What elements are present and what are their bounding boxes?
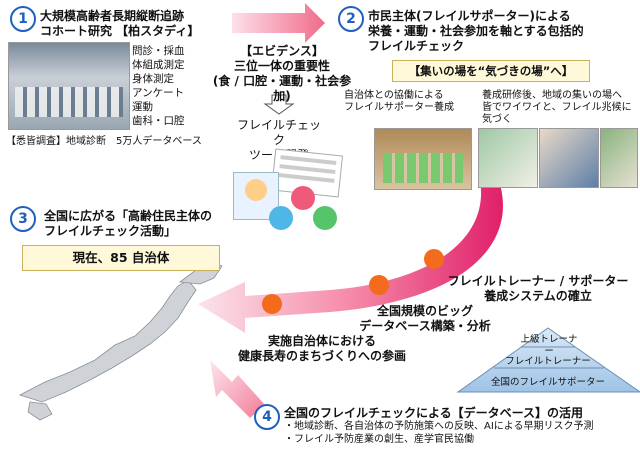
pyramid-label-bottom: 全国のフレイルサポーター [470, 377, 626, 389]
cohort-study-photo [8, 42, 130, 130]
section2-title-line2: 栄養・運動・社会参加を軸とする包括的 [368, 24, 636, 39]
evidence-line3: (食 / 口腔・運動・社会参加) [212, 74, 352, 104]
gathering-place-box: 【集いの場を“気づきの場”へ】 [392, 60, 590, 82]
measure-item: 運動 [132, 100, 212, 114]
evidence-line1: 【エビデンス】 [212, 44, 352, 59]
section2-right-line3: 気づく [482, 114, 638, 126]
measure-item: 身体測定 [132, 72, 212, 86]
arrow-1-to-2 [232, 3, 325, 43]
measure-item: 体組成測定 [132, 58, 212, 72]
big-database-label: 全国規模のビッグ データベース構築・分析 [350, 304, 500, 334]
municipality-count-box: 現在、85 自治体 [22, 245, 220, 271]
step-4-badge: 4 [254, 404, 280, 430]
section1-title-line1: 大規模高齢者長期縦断追跡 [40, 9, 230, 24]
supporters-group-photo [374, 128, 472, 190]
section2-left-caption: 自治体との協働による フレイルサポーター養成 [344, 90, 484, 114]
section4-bullet-1: ・地域診断、各自治体の予防施策への反映、AIによる早期リスク予測 [284, 421, 638, 433]
trainer-system-line1: フレイルトレーナー / サポーター [440, 274, 636, 289]
pyramid-label-top: 上級トレーナー [518, 334, 580, 358]
big-database-line2: データベース構築・分析 [350, 319, 500, 334]
section1-title: 大規模高齢者長期縦断追跡 コホート研究 【柏スタディ】 [40, 9, 230, 39]
town-planning-line2: 健康長寿のまちづくりへの参画 [222, 349, 422, 364]
section2-title: 市民主体(フレイルサポーター)による 栄養・運動・社会参加を軸とする包括的 フレ… [368, 9, 636, 54]
tool-line1: フレイルチェック [232, 118, 326, 148]
workshop-photo-2 [539, 128, 599, 188]
section1-caption: 【悉皆調査】地域診断 5万人データベース [6, 136, 236, 148]
evidence-text: 【エビデンス】 三位一体の重要性 (食 / 口腔・運動・社会参加) [212, 44, 352, 104]
measure-item: 歯科・口腔 [132, 114, 212, 128]
section3-title-line2: フレイルチェック活動」 [44, 224, 274, 239]
step-3-badge: 3 [10, 206, 36, 232]
workshop-photo-1 [478, 128, 538, 188]
dot-2 [369, 275, 389, 295]
dot-3 [262, 294, 282, 314]
section3-title-line1: 全国に広がる「高齢住民主体の [44, 209, 274, 224]
measures-list: 問診・採血 体組成測定 身体測定 アンケート 運動 歯科・口腔 [132, 44, 212, 128]
section2-title-line3: フレイルチェック [368, 39, 636, 54]
section4-title: 全国のフレイルチェックによる【データベース】の活用 [284, 406, 638, 421]
pyramid-label-middle: フレイルトレーナー [500, 356, 596, 368]
section2-right-caption: 養成研修後、地域の集いの場へ 皆でワイワイと、フレイル兆候に 気づく [482, 90, 638, 126]
town-planning-label: 実施自治体における 健康長寿のまちづくりへの参画 [222, 334, 422, 364]
workshop-photo-3 [600, 128, 638, 188]
section2-right-line1: 養成研修後、地域の集いの場へ [482, 90, 638, 102]
section4-bullet-2: ・フレイル予防産業の創生、産学官民協働 [284, 434, 638, 446]
step-1-badge: 1 [10, 6, 36, 32]
section1-title-line2: コホート研究 【柏スタディ】 [40, 24, 230, 39]
measure-item: アンケート [132, 86, 212, 100]
dot-1 [424, 249, 444, 269]
town-planning-line1: 実施自治体における [222, 334, 422, 349]
step-2-badge: 2 [338, 6, 364, 32]
japan-map [20, 262, 222, 420]
section2-title-line1: 市民主体(フレイルサポーター)による [368, 9, 636, 24]
section2-right-line2: 皆でワイワイと、フレイル兆候に [482, 102, 638, 114]
section2-left-line1: 自治体との協働による [344, 90, 484, 102]
measure-item: 問診・採血 [132, 44, 212, 58]
big-database-line1: 全国規模のビッグ [350, 304, 500, 319]
section2-left-line2: フレイルサポーター養成 [344, 102, 484, 114]
evidence-line2: 三位一体の重要性 [212, 59, 352, 74]
trainer-system-label: フレイルトレーナー / サポーター 養成システムの確立 [440, 274, 636, 304]
trainer-system-line2: 養成システムの確立 [440, 289, 636, 304]
section3-title: 全国に広がる「高齢住民主体の フレイルチェック活動」 [44, 209, 274, 239]
